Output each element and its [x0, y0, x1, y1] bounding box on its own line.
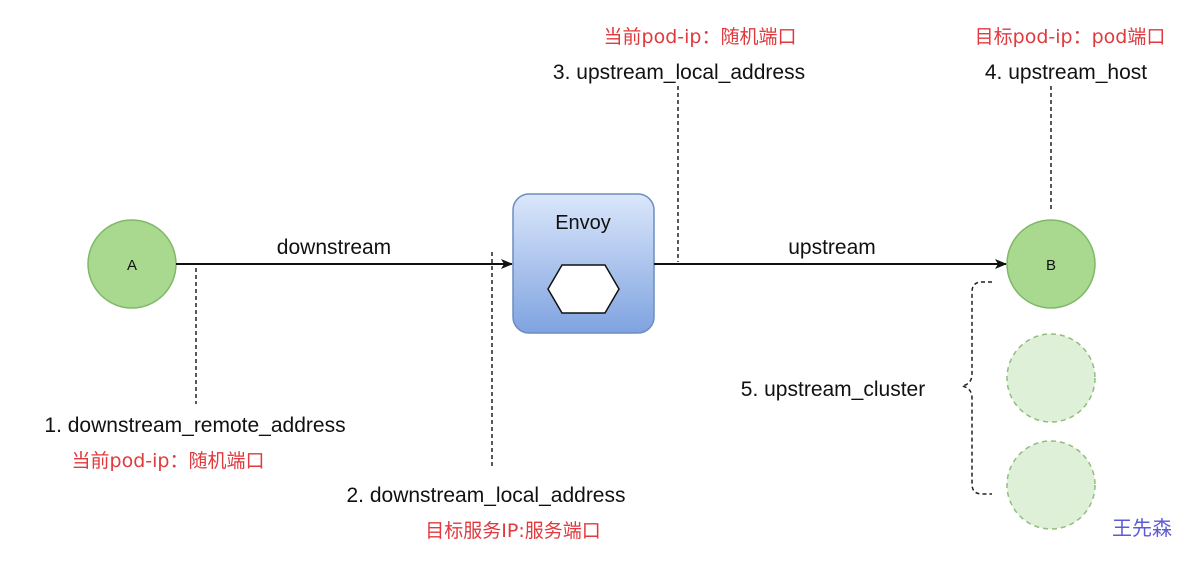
- downstream-remote-address-note: 当前pod-ip：随机端口: [72, 450, 265, 472]
- cluster-member-node: [1006, 333, 1096, 423]
- upstream-local-address-label: 3. upstream_local_address: [553, 61, 805, 84]
- upstream-local-address-note: 当前pod-ip：随机端口: [604, 26, 797, 48]
- upstream-host-note: 目标pod-ip：pod端口: [975, 26, 1166, 48]
- hexagon-icon: [547, 264, 620, 314]
- downstream-local-address-note: 目标服务IP:服务端口: [425, 520, 600, 542]
- downstream-remote-address-label: 1. downstream_remote_address: [44, 414, 345, 437]
- node-b-label: B: [1046, 257, 1056, 274]
- upstream-host-label: 4. upstream_host: [985, 61, 1147, 84]
- downstream-edge-label: downstream: [277, 236, 391, 259]
- downstream-local-address-label: 2. downstream_local_address: [347, 484, 626, 507]
- watermark-text: 王先森: [1112, 516, 1172, 540]
- upstream-cluster-label: 5. upstream_cluster: [741, 378, 925, 401]
- envoy-label: Envoy: [555, 212, 611, 234]
- upstream-cluster-brace: [961, 281, 992, 495]
- cluster-member-node: [1006, 440, 1096, 530]
- node-b: B: [1006, 219, 1096, 309]
- node-a: A: [87, 219, 177, 309]
- upstream-edge-label: upstream: [788, 236, 876, 259]
- envoy-proxy-box: Envoy: [512, 193, 655, 334]
- node-a-label: A: [127, 257, 137, 274]
